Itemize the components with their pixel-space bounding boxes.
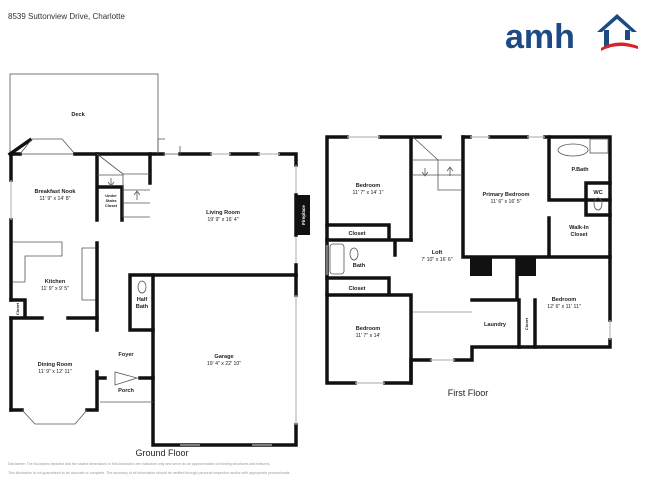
walk-in-closet-label-2: Closet <box>570 232 587 238</box>
living-room-label: Living Room <box>206 210 240 216</box>
primary-bedroom-dims: 11' 6" x 16' 5" <box>491 199 522 205</box>
half-bath-label-1: Half <box>137 297 148 303</box>
disclaimer-line-1: Disclaimer: The floorplans depicted and … <box>8 462 271 466</box>
logo-text: amh <box>505 18 575 54</box>
p-bath-label: P.Bath <box>572 167 590 173</box>
pillar <box>470 258 492 276</box>
garage-label: Garage <box>214 354 233 360</box>
ground-floor-title: Ground Floor <box>135 448 188 458</box>
kitchen-dims: 11' 9" x 9' 5" <box>41 286 69 292</box>
walk-in-closet-label-1: Walk-In <box>569 225 589 231</box>
bedroom-3-dims: 12' 6" x 11' 11" <box>547 304 581 310</box>
bath-label: Bath <box>353 263 366 269</box>
living-room-dims: 19' 9" x 16' 4" <box>207 217 238 223</box>
closet-label: Closet <box>15 302 20 315</box>
pillar <box>518 258 536 276</box>
garage-dims: 19' 4" x 22' 10" <box>207 361 241 367</box>
half-bath-label-2: Bath <box>136 304 149 310</box>
laundry-label: Laundry <box>484 322 507 328</box>
porch-label: Porch <box>118 388 134 394</box>
bedroom-1-dims: 11' 7" x 14' 1" <box>353 190 384 196</box>
bedroom-3-label: Bedroom <box>552 297 577 303</box>
swoosh-icon <box>601 42 638 51</box>
under-stairs-label-1: Under <box>105 193 117 198</box>
dining-room-label: Dining Room <box>38 362 73 368</box>
bedroom-1-label: Bedroom <box>356 183 381 189</box>
breakfast-nook-dims: 11' 9" x 14' 8" <box>40 196 71 202</box>
disclaimer-line-2: This illustration is not guaranteed to b… <box>8 471 291 475</box>
ground-floor-plan: Fireplace Closet <box>7 73 310 447</box>
under-stairs-label-3: Closet <box>105 203 118 208</box>
first-floor-plan <box>325 135 612 385</box>
house-roof-icon <box>597 14 637 48</box>
breakfast-nook-label: Breakfast Nook <box>34 189 76 195</box>
closet-2-label: Closet <box>348 286 365 292</box>
property-address: 8539 Suttonview Drive, Charlotte <box>8 12 125 21</box>
under-stairs-label-2: Stairs <box>105 198 117 203</box>
amh-logo: amh <box>505 14 638 54</box>
foyer-label: Foyer <box>118 352 134 358</box>
bedroom-2-label: Bedroom <box>356 326 381 332</box>
closet-3-label: Closet <box>524 317 529 330</box>
fireplace-label: Fireplace <box>301 205 306 225</box>
kitchen-label: Kitchen <box>45 279 66 285</box>
loft-label: Loft <box>432 250 443 256</box>
fireplace <box>297 195 310 235</box>
closet-1-label: Closet <box>348 231 365 237</box>
deck-label: Deck <box>71 112 85 118</box>
dining-room-dims: 11' 9" x 12' 11" <box>38 369 72 375</box>
loft-dims: 7' 10" x 16' 6" <box>421 257 452 263</box>
first-floor-title: First Floor <box>448 388 489 398</box>
bedroom-2-dims: 11' 7" x 14' <box>356 333 381 339</box>
wc-label: WC <box>593 190 602 196</box>
primary-bedroom-label: Primary Bedroom <box>483 192 530 198</box>
